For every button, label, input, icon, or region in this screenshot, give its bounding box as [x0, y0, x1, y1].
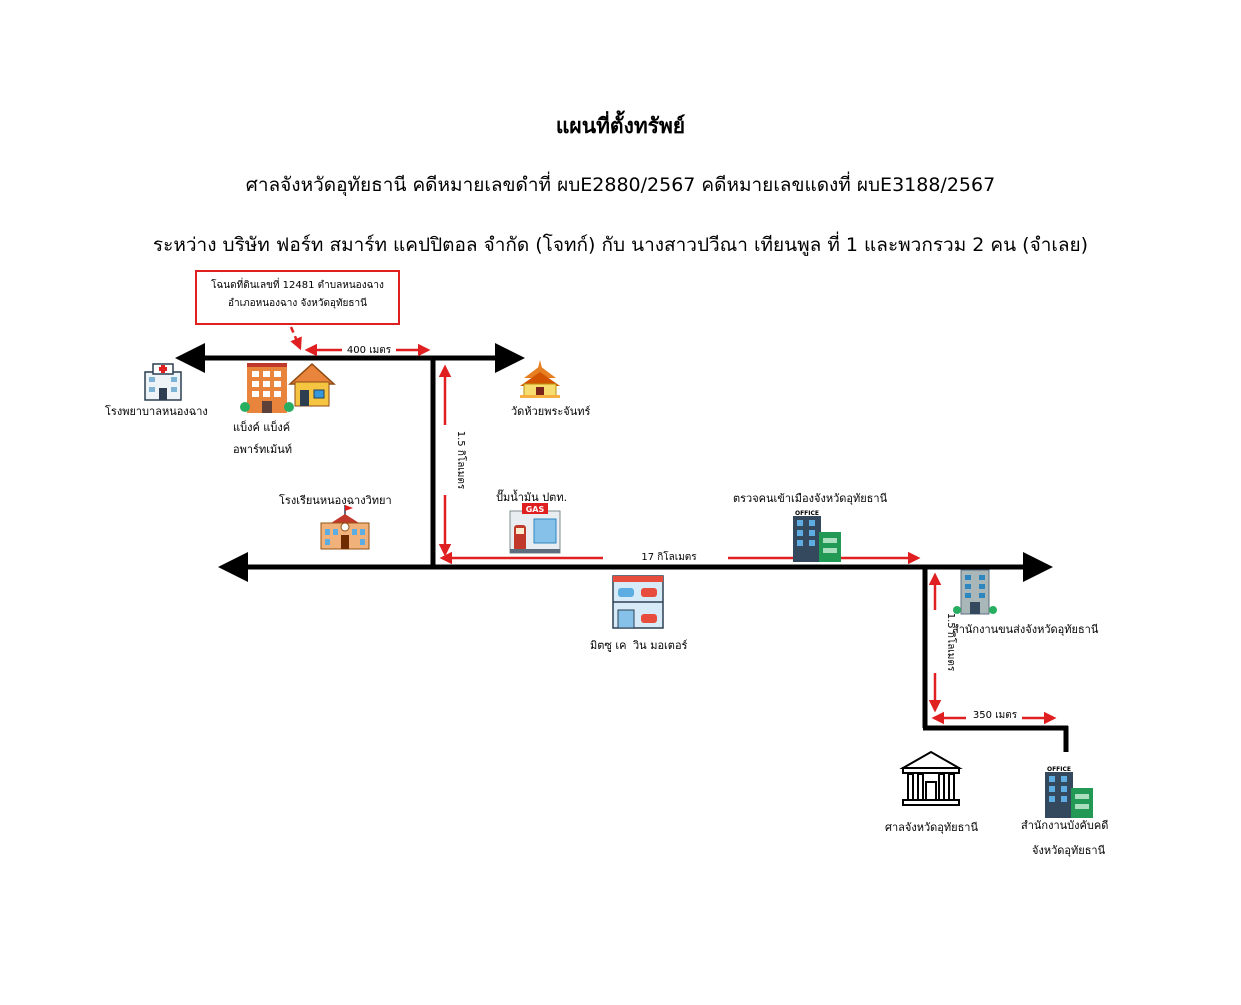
label-transport-office: สำนักงานขนส่งจังหวัดอุทัยธานี: [952, 623, 1099, 636]
house-icon: [288, 362, 336, 407]
label-hospital: โรงพยาบาลหนองฉาง: [105, 405, 208, 418]
case-number-line: ศาลจังหวัดอุทัยธานี คดีหมายเลขดำที่ ผบE2…: [245, 174, 996, 196]
temple-icon: [520, 360, 560, 398]
label-enforcement-1: สำนักงานบังคับคดี: [1021, 819, 1109, 832]
distance-label-350m: 350 เมตร: [973, 710, 1018, 721]
label-car-shop-right: วิน มอเตอร์: [633, 639, 688, 652]
distance-label-left-vertical: 1.5 กิโลเมตร: [455, 431, 468, 490]
deed-callout-box: โฉนดที่ดินเลขที่ 12481 ตำบลหนองฉาง อำเภอ…: [195, 270, 400, 325]
distance-label-17km: 17 กิโลเมตร: [641, 550, 697, 563]
office-sign-text-2: OFFICE: [1047, 766, 1071, 773]
deed-line-1: โฉนดที่ดินเลขที่ 12481 ตำบลหนองฉาง: [211, 280, 384, 291]
distance-label-right-vertical: 1.5 กิโลเมตร: [945, 613, 958, 672]
deed-line-2: อำเภอหนองฉาง จังหวัดอุทัยธานี: [228, 298, 367, 309]
immigration-office-icon: OFFICE: [793, 510, 841, 562]
label-enforcement-2: จังหวัดอุทัยธานี: [1032, 844, 1106, 857]
roads: [175, 343, 1069, 752]
transport-office-icon: [953, 569, 997, 615]
label-court: ศาลจังหวัดอุทัยธานี: [885, 821, 979, 834]
hospital-icon: [144, 363, 182, 401]
label-school: โรงเรียนหนองฉางวิทยา: [279, 494, 392, 507]
label-gas-station: ปั๊มน้ำมัน ปตท.: [496, 491, 568, 504]
gas-station-icon: GAS: [509, 503, 561, 554]
court-icon: [899, 750, 963, 806]
apartment-icon: [240, 363, 294, 413]
label-temple: วัดห้วยพระจันทร์: [511, 405, 591, 418]
school-icon: [320, 505, 370, 550]
distance-arrows: [289, 326, 1057, 725]
deed-pointer-arrow: [289, 326, 302, 351]
car-showroom-icon: [612, 575, 664, 629]
label-apartment-1: แบ็งค์ แบ็งค์: [233, 421, 291, 434]
gas-sign-text: GAS: [526, 505, 545, 514]
label-immigration: ตรวจคนเข้าเมืองจังหวัดอุทัยธานี: [733, 492, 888, 505]
enforcement-office-icon: OFFICE: [1045, 766, 1093, 818]
parties-line: ระหว่าง บริษัท ฟอร์ท สมาร์ท แคปปิตอล จำก…: [152, 234, 1089, 256]
office-sign-text-1: OFFICE: [795, 510, 819, 517]
distance-label-400m: 400 เมตร: [347, 345, 392, 356]
label-car-shop-left: มิตซู เค: [590, 639, 627, 652]
label-apartment-2: อพาร์ทเม้นท์: [233, 443, 292, 456]
map-title: แผนที่ตั้งทรัพย์: [555, 114, 686, 138]
